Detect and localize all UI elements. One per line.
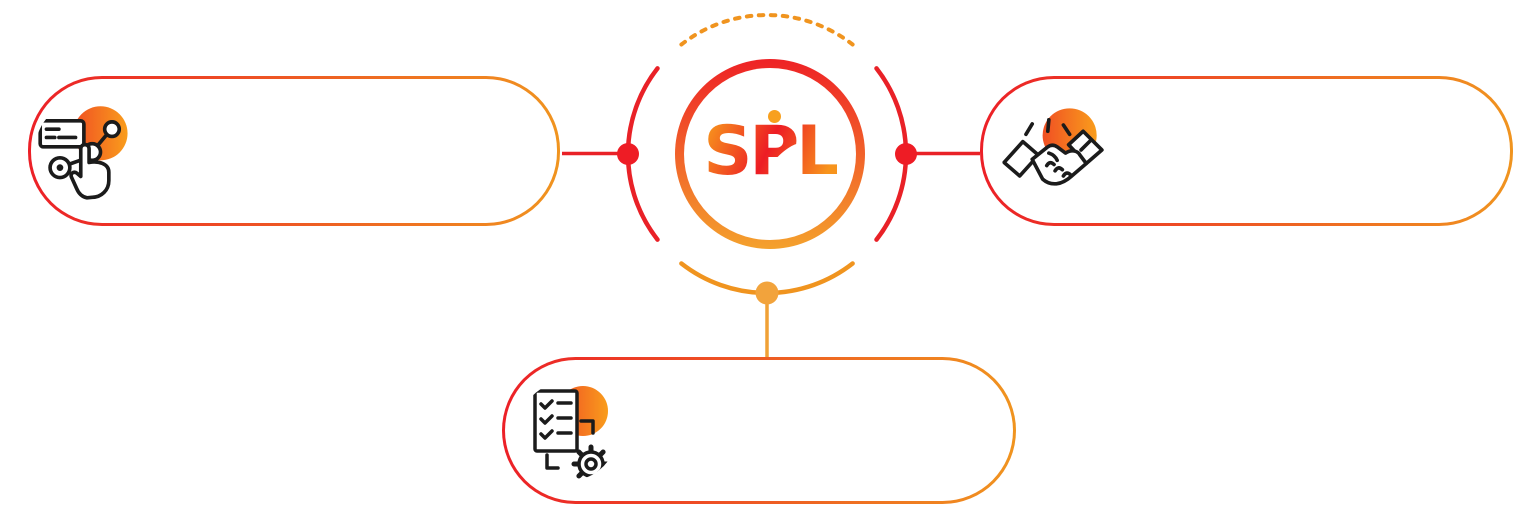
bottom-node-dot bbox=[755, 281, 779, 305]
spl-logo: SPL bbox=[703, 112, 839, 191]
execution-text-block: Execution At SPL, we are action-driven, … bbox=[621, 367, 1009, 495]
commitment-text-block: Commitment We are committed to exceeding… bbox=[1101, 80, 1505, 223]
checklist-gear-icon bbox=[533, 385, 611, 481]
card-title: Execution bbox=[621, 366, 720, 387]
left-node-dot bbox=[617, 143, 639, 165]
execution-icon-circle bbox=[518, 380, 618, 481]
card-commitment: Commitment We are committed to exceeding… bbox=[980, 76, 1513, 226]
card-description: At SPL, we are action-driven, turning id… bbox=[621, 397, 998, 492]
integrity-text-block: Integrity We operate with honesty, trans… bbox=[136, 100, 540, 202]
ring-dashed-arc bbox=[679, 13, 855, 47]
right-node-dot bbox=[895, 143, 917, 165]
gear-glyph bbox=[571, 444, 611, 481]
card-title: Integrity bbox=[136, 100, 224, 121]
card-description: We are committed to exceeding expectatio… bbox=[1101, 109, 1469, 221]
card-description: We operate with honesty, transparency, a… bbox=[136, 130, 532, 199]
integrity-icon-circle bbox=[35, 99, 139, 203]
click-network-icon bbox=[38, 106, 128, 200]
card-integrity: Integrity We operate with honesty, trans… bbox=[28, 76, 560, 226]
handshake-icon bbox=[1002, 108, 1104, 186]
logo-circle: SPL bbox=[675, 59, 865, 249]
card-execution: Execution At SPL, we are action-driven, … bbox=[502, 357, 1016, 504]
card-title: Commitment bbox=[1101, 79, 1230, 100]
commitment-icon-circle bbox=[1001, 99, 1105, 203]
logo-dot-icon bbox=[768, 110, 781, 123]
